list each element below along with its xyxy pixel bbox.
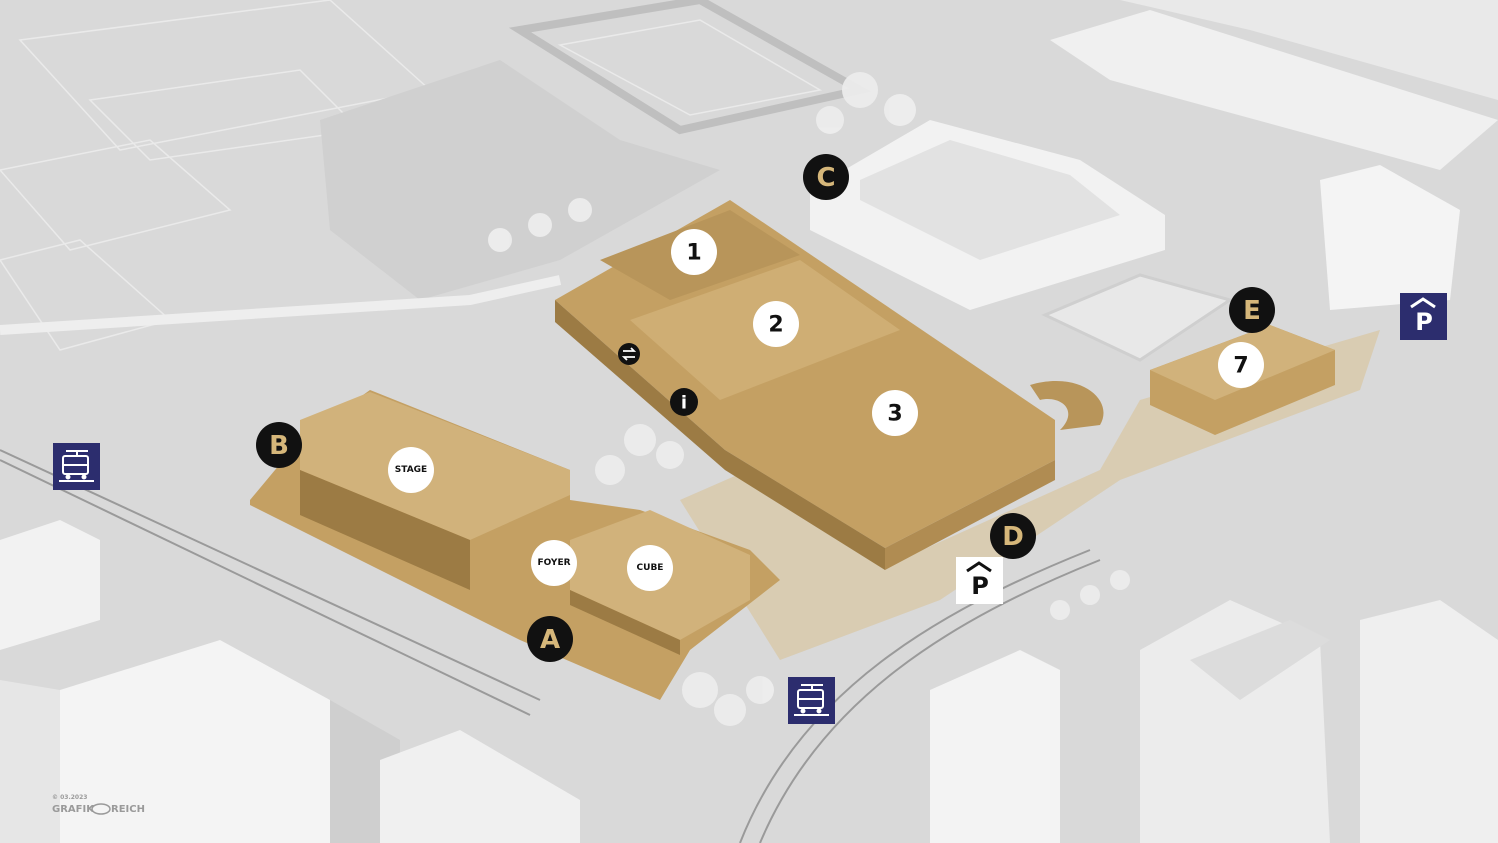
road-network [0,275,562,335]
entrance-marker-e[interactable]: E [1229,287,1275,333]
trees [488,72,1130,726]
parking-garage-east[interactable]: P [1400,293,1447,340]
entrance-label: E [1243,296,1261,326]
entrance-label: B [269,431,289,461]
tram-icon [794,684,829,716]
hall-marker-cube[interactable]: CUBE [627,545,673,591]
hall-label: FOYER [537,558,570,568]
copyright-text: © 03.2023 [52,794,87,801]
rail-lines [0,449,1101,843]
hall-label: STAGE [395,465,427,475]
entrance-label: A [540,625,560,655]
brand-right: REICH [111,804,145,815]
entrance-label: C [816,163,835,193]
hall-marker-foyer[interactable]: FOYER [531,540,577,586]
hall-label: 2 [768,313,783,338]
exchange-icon [621,347,637,361]
tram-stop-west[interactable] [53,443,100,490]
hall-marker-2[interactable]: 2 [753,301,799,347]
entrance-marker-c[interactable]: C [803,154,849,200]
venue-buildings [250,200,1335,700]
brand-logo-icon [91,803,111,815]
tram-icon [59,450,94,482]
parking-icon: P [971,572,989,600]
entrance-marker-d[interactable]: D [990,513,1036,559]
brand-left: GRAFIK [52,804,95,815]
parking-icon: P [1415,308,1433,336]
exchange-point[interactable] [618,343,640,365]
entrance-marker-a[interactable]: A [527,616,573,662]
parking-roof-icon [1410,297,1436,309]
park-area [320,60,720,300]
hall-marker-7[interactable]: 7 [1218,342,1264,388]
hall-marker-1[interactable]: 1 [671,229,717,275]
hall-marker-stage[interactable]: STAGE [388,447,434,493]
hall-label: 1 [686,241,701,266]
entrance-marker-b[interactable]: B [256,422,302,468]
tram-stop-south[interactable] [788,677,835,724]
info-icon: i [681,393,687,414]
parking-garage-south[interactable]: P [956,557,1003,604]
hall-label: CUBE [637,563,664,573]
info-point[interactable]: i [670,388,698,416]
hall-label: 7 [1233,354,1248,379]
entrance-label: D [1002,522,1024,552]
parking-roof-icon [966,561,992,573]
hall-marker-3[interactable]: 3 [872,390,918,436]
hall-label: 3 [887,402,902,427]
